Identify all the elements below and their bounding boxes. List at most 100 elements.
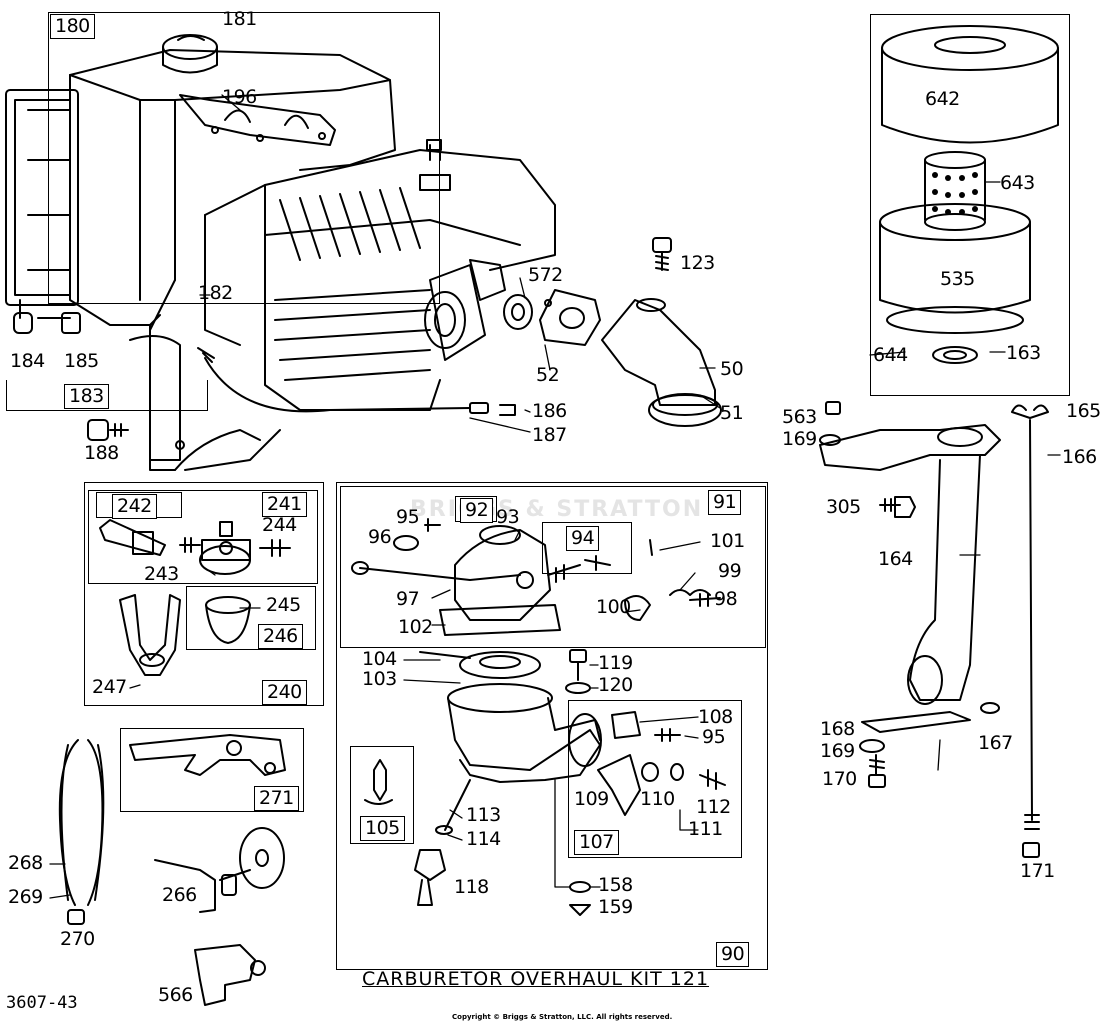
- part-number: 642: [925, 88, 960, 110]
- rod-drawing: [1011, 404, 1049, 858]
- subassembly-frame: [88, 490, 318, 584]
- part-number: 170: [822, 768, 857, 790]
- part-number: 268: [8, 852, 43, 874]
- engine-cylinder-drawing: [87, 139, 601, 471]
- box-label: 242: [112, 494, 157, 519]
- part-number: 114: [466, 828, 501, 850]
- subassembly-frame: [870, 14, 1070, 396]
- part-number: 245: [266, 594, 301, 616]
- box-label: 271: [254, 786, 299, 811]
- part-number: 169: [782, 428, 817, 450]
- subassembly-frame: [186, 586, 316, 650]
- part-number: 103: [362, 668, 397, 690]
- subassembly-frame: [84, 482, 324, 706]
- part-number: 102: [398, 616, 433, 638]
- part-number: 644: [873, 344, 908, 366]
- part-number: 112: [696, 796, 731, 818]
- part-number: 166: [1062, 446, 1097, 468]
- air-frame-drawing: [5, 89, 81, 334]
- drawing-number: 3607-43: [6, 993, 78, 1013]
- leader-lines: [49, 94, 1061, 899]
- part-number: 93: [496, 506, 520, 528]
- part-number: 111: [688, 818, 723, 840]
- part-number: 184: [10, 350, 45, 372]
- carburetor-body-drawing: [364, 649, 726, 916]
- part-number: 96: [368, 526, 392, 548]
- part-number: 51: [720, 402, 744, 424]
- part-number: 95: [702, 726, 726, 748]
- box-label: 105: [360, 816, 405, 841]
- part-number: 244: [262, 514, 297, 536]
- part-number: 104: [362, 648, 397, 670]
- part-number: 113: [466, 804, 501, 826]
- part-number: 167: [978, 732, 1013, 754]
- part-number: 110: [640, 788, 675, 810]
- box-label: 246: [258, 624, 303, 649]
- part-number: 98: [714, 588, 738, 610]
- part-number: 188: [84, 442, 119, 464]
- fuel-filter-drawing: [99, 519, 291, 676]
- part-number: 158: [598, 874, 633, 896]
- box-label: 90: [716, 942, 750, 967]
- part-number: 109: [574, 788, 609, 810]
- box-label: 91: [708, 490, 742, 515]
- watermark: BRIGGS & STRATTON: [410, 497, 704, 522]
- part-number: 305: [826, 496, 861, 518]
- part-number: 196: [222, 86, 257, 108]
- box-label: 180: [50, 14, 95, 39]
- part-number: 120: [598, 674, 633, 696]
- subassembly-frame: [350, 746, 414, 844]
- part-number: 247: [92, 676, 127, 698]
- part-number: 181: [222, 8, 257, 30]
- part-number: 187: [532, 424, 567, 446]
- part-number: 119: [598, 652, 633, 674]
- governor-parts-drawing: [58, 734, 286, 1006]
- carburetor-kit-title: CARBURETOR OVERHAUL KIT 121: [362, 968, 710, 990]
- part-number: 535: [940, 268, 975, 290]
- part-number: 97: [396, 588, 420, 610]
- box-label: 92: [460, 498, 494, 523]
- part-number: 269: [8, 886, 43, 908]
- box-label: 183: [64, 384, 109, 409]
- part-number: 164: [878, 548, 913, 570]
- part-number: 185: [64, 350, 99, 372]
- part-number: 266: [162, 884, 197, 906]
- subassembly-frame: [340, 486, 766, 648]
- subassembly-frame: [568, 700, 742, 858]
- part-number: 182: [198, 282, 233, 304]
- part-number: 165: [1066, 400, 1101, 422]
- air-cleaner-drawing: [879, 25, 1059, 364]
- part-number: 270: [60, 928, 95, 950]
- intake-elbow-drawing: [601, 237, 722, 427]
- subassembly-frame: [120, 728, 304, 812]
- part-number: 108: [698, 706, 733, 728]
- part-number: 50: [720, 358, 744, 380]
- box-label: 241: [262, 492, 307, 517]
- part-number: 100: [596, 596, 631, 618]
- part-number: 186: [532, 400, 567, 422]
- part-number: 52: [536, 364, 560, 386]
- part-number: 572: [528, 264, 563, 286]
- subassembly-frame: [542, 522, 632, 574]
- part-number: 118: [454, 876, 489, 898]
- part-number: 171: [1020, 860, 1055, 882]
- part-number: 159: [598, 896, 633, 918]
- box-label: 107: [574, 830, 619, 855]
- part-number: 243: [144, 563, 179, 585]
- breather-tube-drawing: [819, 401, 1001, 788]
- part-number: 101: [710, 530, 745, 552]
- part-number: 563: [782, 406, 817, 428]
- box-label: 240: [262, 680, 307, 705]
- part-number: 95: [396, 506, 420, 528]
- part-number: 169: [820, 740, 855, 762]
- copyright-notice: Copyright © Briggs & Stratton, LLC. All …: [452, 1013, 673, 1021]
- subassembly-frame: [48, 12, 440, 304]
- subassembly-frame: [336, 482, 768, 970]
- part-number: 123: [680, 252, 715, 274]
- part-number: 643: [1000, 172, 1035, 194]
- part-number: 168: [820, 718, 855, 740]
- part-number: 566: [158, 984, 193, 1006]
- subassembly-frame: [6, 380, 208, 411]
